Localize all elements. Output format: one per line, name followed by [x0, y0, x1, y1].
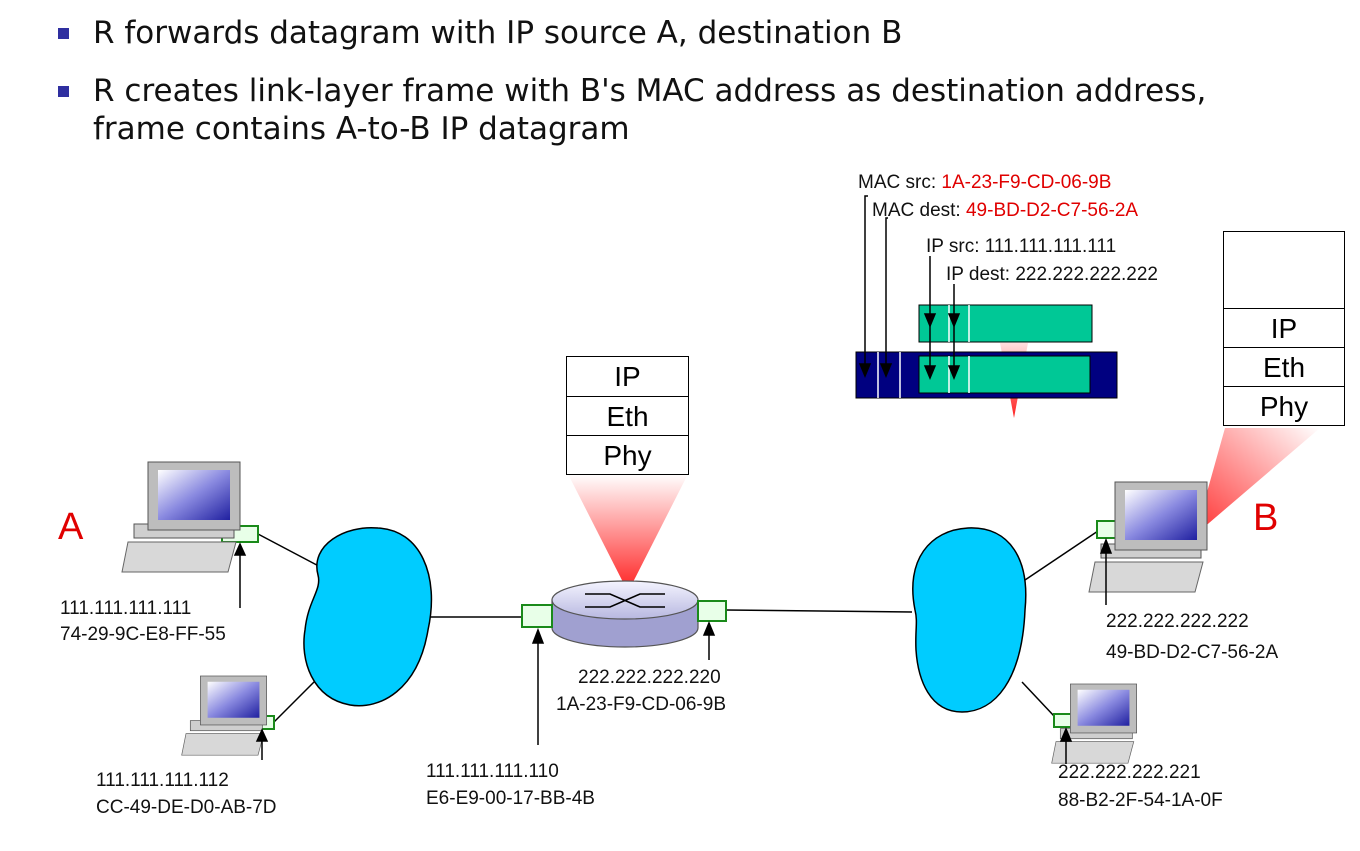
label-arrows	[233, 537, 1113, 764]
mac-dest-value: 49-BD-D2-C7-56-2A	[965, 200, 1139, 221]
mac-src-key: MAC src:	[858, 172, 942, 193]
bullet-text-1: R forwards datagram with IP source A, de…	[93, 15, 903, 51]
router-right-ip: 222.222.222.220	[578, 667, 721, 688]
subnet-cloud-right	[912, 527, 1027, 713]
mac-dest-key: MAC dest:	[872, 200, 966, 221]
mac-src-value: 1A-23-F9-CD-06-9B	[941, 172, 1112, 193]
host-a-ip: 111.111.111.111	[60, 598, 192, 619]
stack-layer-eth: Eth	[1224, 347, 1344, 386]
router-right-mac: 1A-23-F9-CD-06-9B	[556, 694, 726, 715]
host-b-ip: 222.222.222.222	[1106, 611, 1249, 632]
router-protocol-stack: IP Eth Phy	[566, 356, 689, 475]
encapsulated-datagram	[918, 355, 1091, 394]
router-left-ip: 111.111.111.110	[426, 761, 559, 782]
router-r	[551, 580, 699, 648]
link-router-cloud	[725, 609, 913, 613]
stack-layer-ip: IP	[614, 361, 641, 392]
bullet-1: R forwards datagram with IP source A, de…	[58, 14, 902, 52]
link-cloud-b2	[1021, 681, 1055, 717]
stack-layer-ip: IP	[1224, 308, 1344, 347]
bullet-text-2-block: R creates link-layer frame with B's MAC …	[93, 72, 1206, 148]
link-cloud-b	[1024, 530, 1099, 581]
host-b-mac: 49-BD-D2-C7-56-2A	[1106, 642, 1279, 663]
router-beam	[568, 474, 688, 592]
bullet-marker	[58, 28, 69, 39]
adapter-router-left	[521, 604, 553, 628]
host-b-letter: B	[1253, 497, 1279, 539]
bullet-text-2: R creates link-layer frame with B's MAC …	[93, 73, 1207, 109]
host-a2-mac: CC-49-DE-D0-AB-7D	[96, 797, 277, 818]
computer-icon	[1051, 683, 1137, 764]
stack-layer-empty	[1224, 232, 1344, 308]
bullet-marker	[58, 86, 69, 97]
host-a-mac: 74-29-9C-E8-FF-55	[60, 624, 226, 645]
frame-field-arrows	[858, 195, 961, 380]
computer-icon	[181, 675, 267, 756]
host-b-beam	[1195, 428, 1320, 535]
mac-dest-label: MAC dest: 49-BD-D2-C7-56-2A	[872, 200, 1138, 222]
host-a2-ip: 111.111.111.112	[96, 770, 229, 791]
mac-src-label: MAC src: 1A-23-F9-CD-06-9B	[858, 172, 1111, 194]
link-layer-frame	[855, 304, 1118, 399]
subnet-cloud-left	[303, 526, 433, 707]
adapter-router-right	[697, 600, 727, 622]
stack-layer-phy: Phy	[567, 435, 688, 474]
link-a2-cloud	[273, 677, 319, 723]
bullet-text-3: frame contains A-to-B IP datagram	[93, 111, 630, 147]
computer-icon	[121, 461, 241, 573]
computer-icon	[1088, 481, 1208, 593]
router-left-mac: E6-E9-00-17-BB-4B	[426, 788, 595, 809]
stack-layer-phy: Phy	[1224, 386, 1344, 425]
host-a-letter: A	[58, 506, 84, 548]
bullet-2: R creates link-layer frame with B's MAC …	[58, 72, 1206, 148]
ip-dest-label: IP dest: 222.222.222.222	[946, 264, 1158, 285]
host-b-protocol-stack: IP Eth Phy	[1223, 231, 1345, 426]
ip-datagram	[918, 304, 1093, 343]
host-b2-ip: 222.222.222.221	[1058, 762, 1201, 783]
ip-src-label: IP src: 111.111.111.111	[926, 236, 1117, 257]
host-b2-mac: 88-B2-2F-54-1A-0F	[1058, 790, 1223, 811]
stack-layer-eth: Eth	[567, 396, 688, 435]
